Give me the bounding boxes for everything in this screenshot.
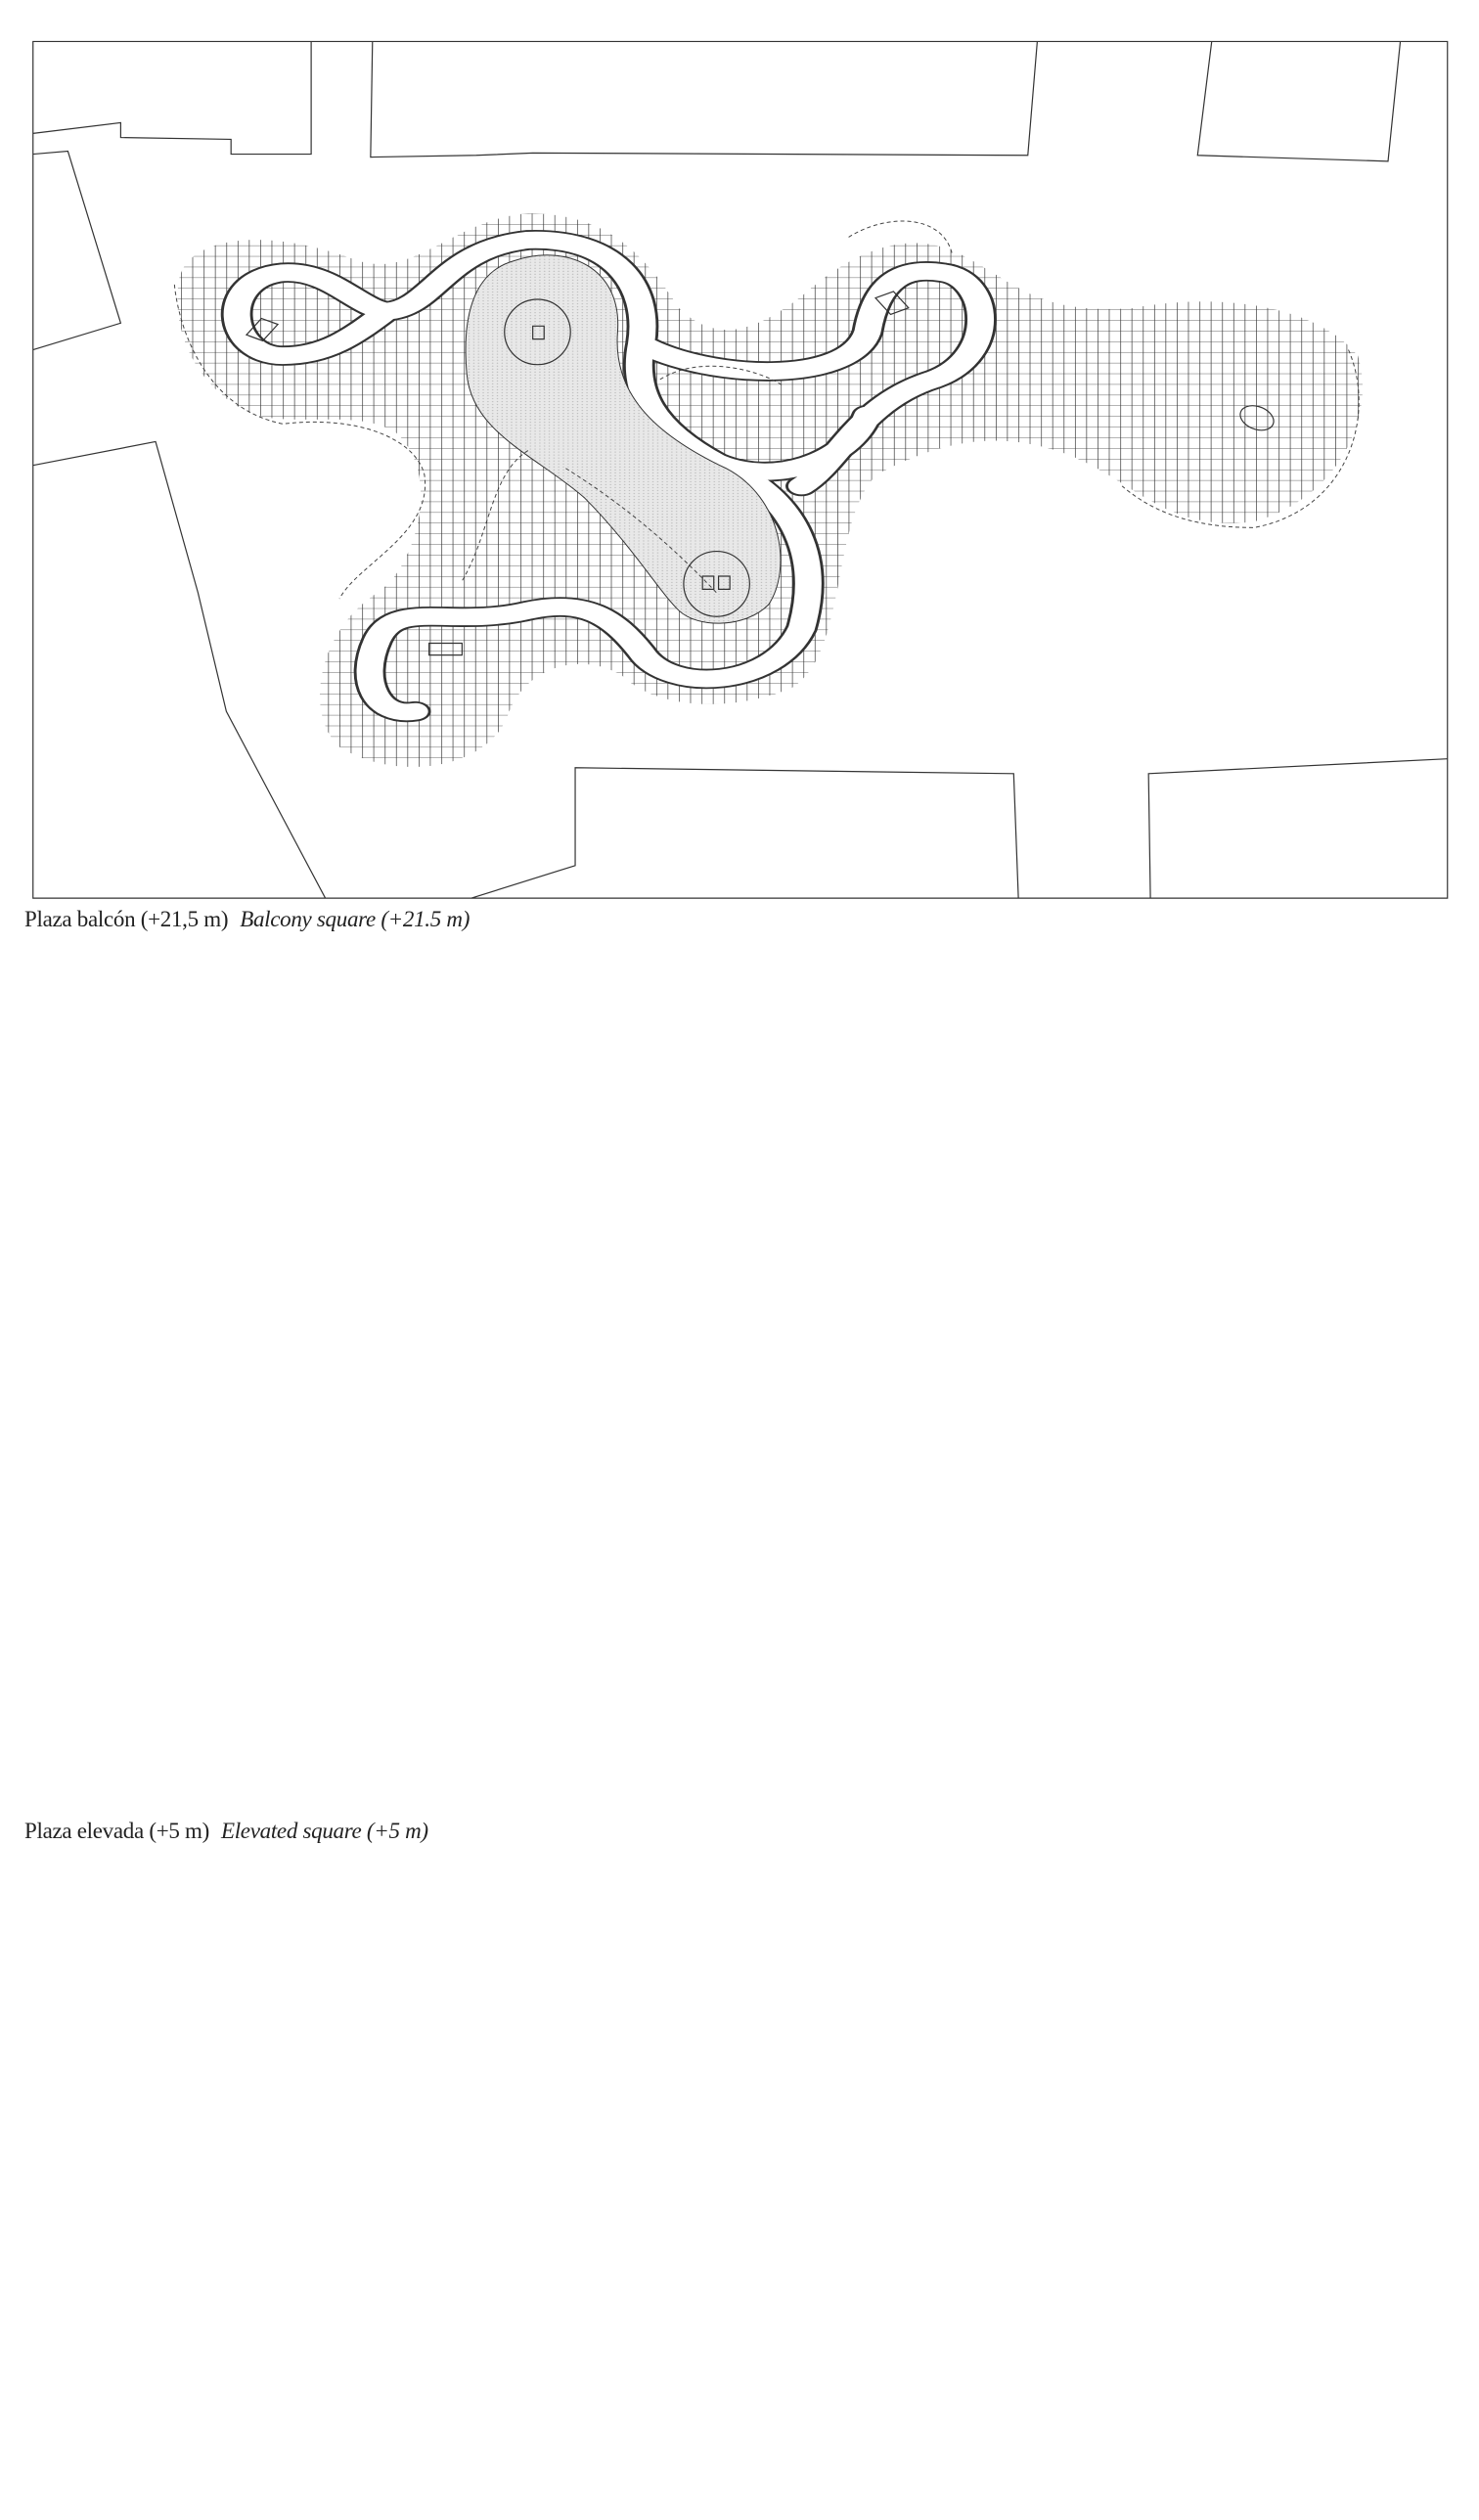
elevated-square-caption: Plaza elevada (+5 m) Elevated square (+5 … bbox=[24, 1819, 428, 1844]
caption-english: Elevated square (+5 m) bbox=[220, 1819, 428, 1843]
caption-english: Balcony square (+21.5 m) bbox=[240, 907, 471, 931]
central-dotted-lobe bbox=[466, 255, 781, 623]
surrounding-buildings bbox=[33, 41, 1448, 898]
caption-spanish: Plaza elevada (+5 m) bbox=[24, 1819, 209, 1843]
stair-landings bbox=[246, 292, 1280, 655]
roof-edge-dashed bbox=[174, 221, 1359, 599]
elevator-core-1 bbox=[505, 299, 570, 365]
caption-spanish: Plaza balcón (+21,5 m) bbox=[24, 907, 229, 931]
balcony-square-caption: Plaza balcón (+21,5 m) Balcony square (+2… bbox=[24, 907, 470, 932]
walkway-ramps bbox=[220, 230, 997, 723]
plan-frame bbox=[33, 41, 1448, 898]
lower-level-dashed bbox=[462, 366, 783, 593]
balcony-square-plan bbox=[33, 41, 1448, 898]
elevator-core-2 bbox=[684, 552, 749, 617]
